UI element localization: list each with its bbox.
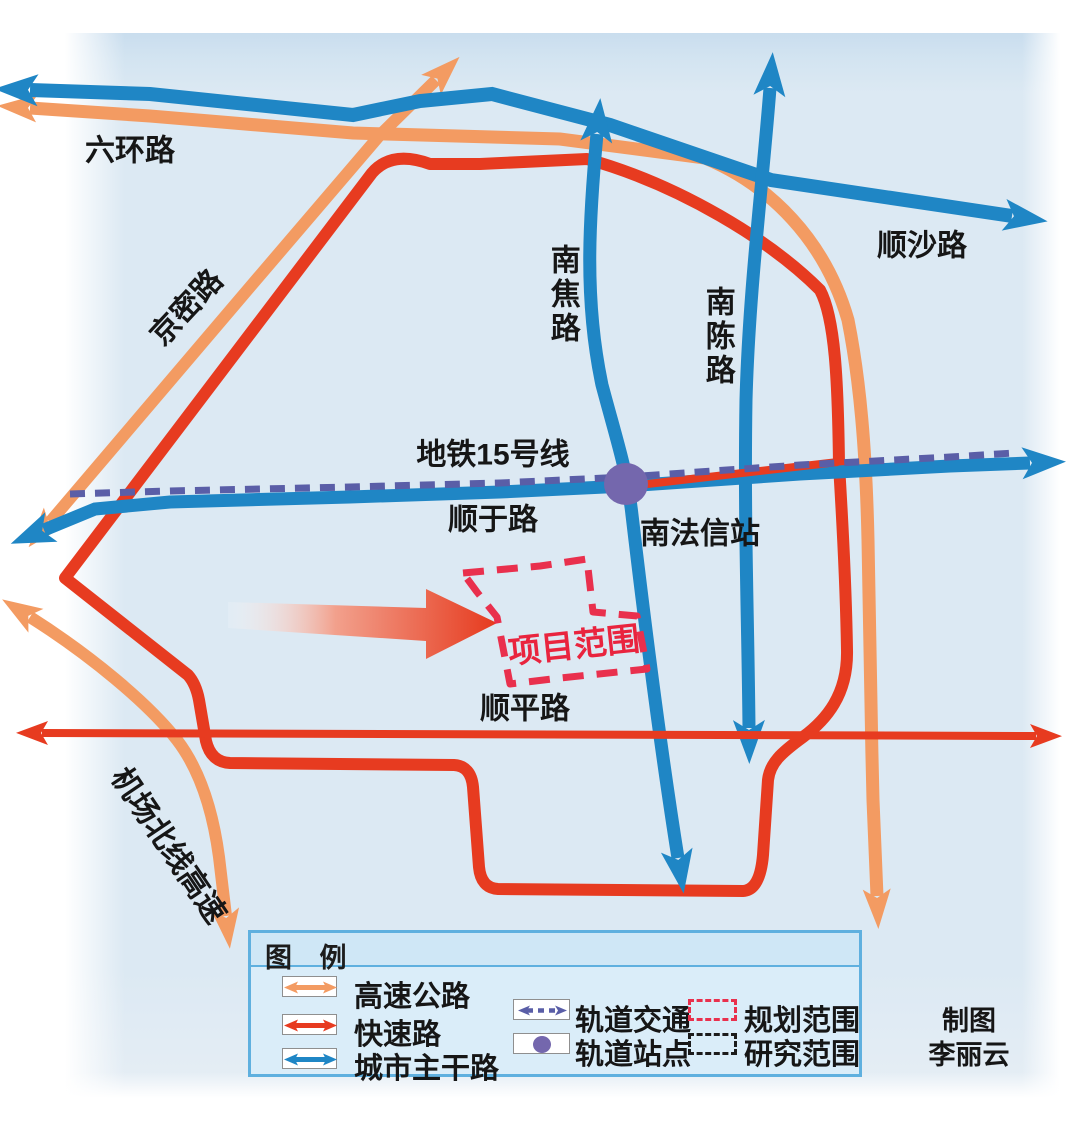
project-pointer-arrow — [228, 589, 497, 659]
rail-station-legend-label: 轨道站点 — [575, 1039, 692, 1071]
legend-panel: 图 例 — [248, 930, 862, 1085]
label-nanfaxin-station: 南法信站 — [640, 517, 760, 551]
highway-legend-icon — [282, 976, 337, 997]
cartographer-credit: 制图 李丽云 — [929, 1004, 1010, 1072]
planning-scope-legend-icon — [688, 999, 737, 1021]
nanfaxin-station-dot — [604, 463, 648, 505]
rail-transit-legend-icon — [513, 999, 570, 1020]
legend-title: 图 例 — [265, 943, 357, 973]
metro-line-15 — [69, 449, 1015, 498]
road-shunping — [16, 721, 1062, 748]
arterial-legend-icon — [282, 1048, 337, 1069]
label-nanjiao-road: 南焦路 — [545, 244, 579, 346]
road-shunyu — [10, 447, 1066, 544]
planning-scope-legend-label: 规划范围 — [744, 1005, 861, 1037]
research-scope-legend-icon — [688, 1033, 737, 1055]
expressway-legend-label: 快速路 — [354, 1019, 442, 1051]
rail-transit-legend-label: 轨道交通 — [575, 1005, 692, 1037]
rail-station-legend-icon — [513, 1033, 570, 1054]
arterial-legend-label: 城市主干路 — [354, 1053, 500, 1085]
road-nanchen — [732, 52, 786, 764]
road-shunsha — [0, 74, 1048, 231]
credit-line-1: 制图 — [942, 1006, 996, 1036]
label-shunping-road: 顺平路 — [480, 692, 570, 726]
expressway-legend-icon — [282, 1014, 337, 1035]
project-scope-boundary — [459, 555, 651, 688]
highway-legend-label: 高速公路 — [354, 981, 471, 1013]
research-scope-legend-label: 研究范围 — [744, 1039, 861, 1071]
label-nanchen-road: 南陈路 — [700, 286, 734, 388]
credit-line-2: 李丽云 — [928, 1040, 1010, 1070]
label-liuhuan-road: 六环路 — [85, 134, 175, 168]
label-shunyu-road: 顺于路 — [448, 503, 538, 537]
label-metro-line-15: 地铁15号线 — [416, 438, 570, 472]
legend-header: 图 例 — [251, 933, 859, 973]
label-shunsha-road: 顺沙路 — [877, 229, 967, 263]
